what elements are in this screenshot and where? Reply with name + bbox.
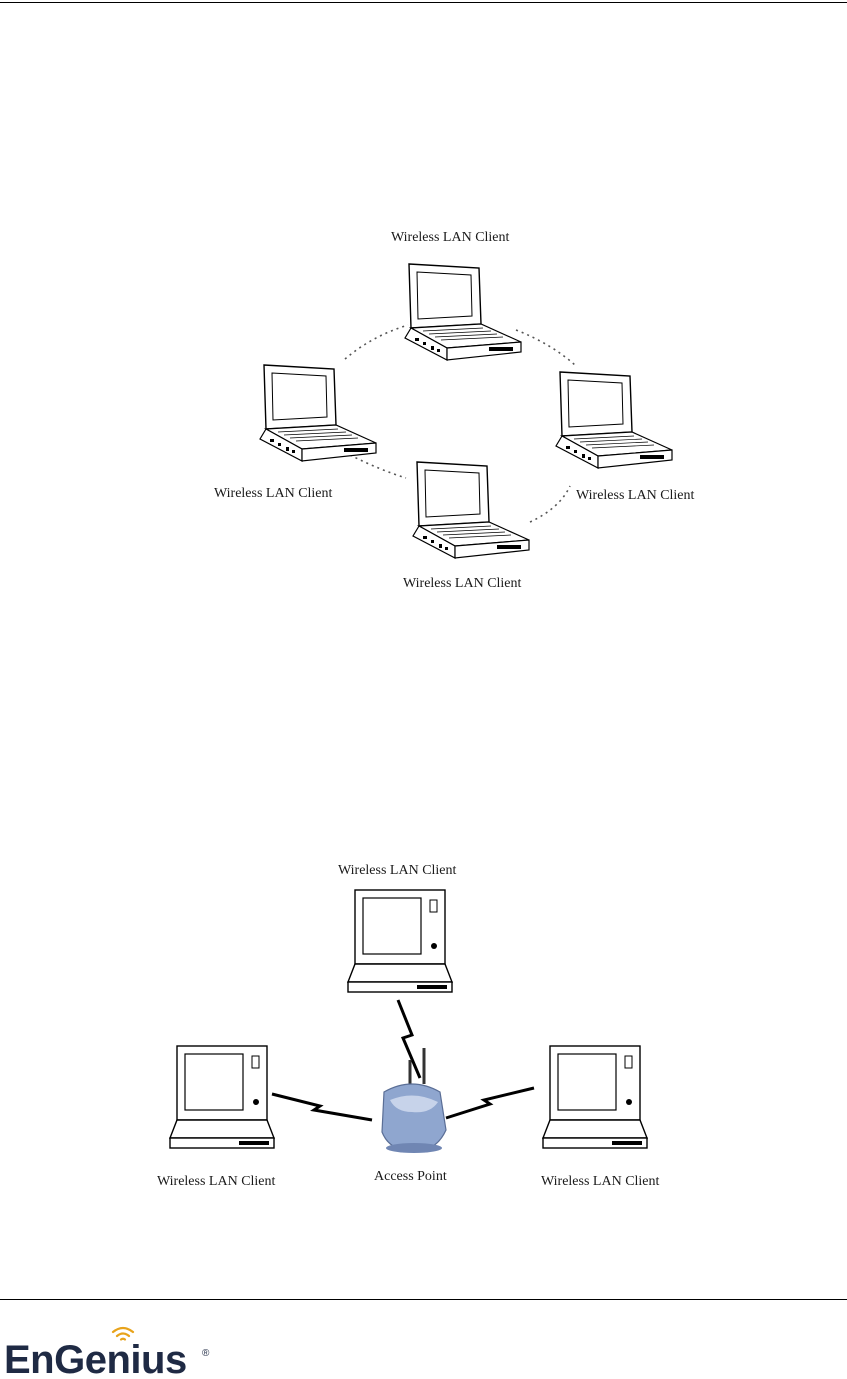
adhoc-link-bottom-right: [530, 486, 570, 522]
infra-client-label-top: Wireless LAN Client: [338, 863, 456, 879]
adhoc-client-label-top: Wireless LAN Client: [391, 230, 509, 246]
adhoc-link-top-right: [516, 330, 576, 366]
logo-wordmark: EnGenius: [4, 1338, 187, 1379]
adhoc-client-label-right: Wireless LAN Client: [576, 488, 694, 504]
laptop-icon-infra-left: [170, 1046, 274, 1148]
wireless-link-right: [446, 1088, 534, 1118]
laptop-icon-infra-right: [543, 1046, 647, 1148]
registered-mark: ®: [202, 1348, 210, 1359]
access-point-label: Access Point: [374, 1169, 447, 1185]
laptop-icon-adhoc-right: [556, 372, 672, 468]
adhoc-link-left-bottom: [350, 455, 406, 478]
infrastructure-diagram: [170, 890, 647, 1153]
laptop-icon-adhoc-left: [260, 365, 376, 461]
infra-client-label-right: Wireless LAN Client: [541, 1174, 659, 1190]
laptop-icon-adhoc-top: [405, 264, 521, 360]
laptop-icon-infra-top: [348, 890, 452, 992]
infra-client-label-left: Wireless LAN Client: [157, 1174, 275, 1190]
wireless-link-left: [272, 1094, 372, 1120]
engenius-logo: EnGenius ®: [0, 1310, 240, 1379]
adhoc-link-top-left: [345, 325, 408, 359]
adhoc-client-label-bottom: Wireless LAN Client: [403, 576, 521, 592]
laptop-icon-adhoc-bottom: [413, 462, 529, 558]
adhoc-client-label-left: Wireless LAN Client: [214, 486, 332, 502]
footer-rule: [0, 1299, 847, 1300]
